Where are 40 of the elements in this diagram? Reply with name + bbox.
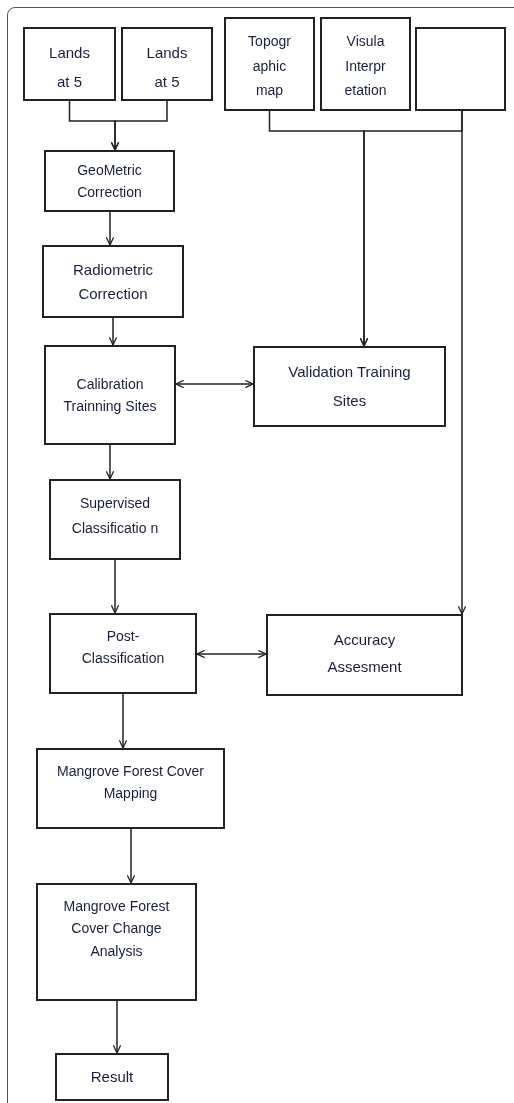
- box-label: Accuracy Assesment: [326, 630, 403, 677]
- process-box: [253, 346, 446, 427]
- process-box: [36, 883, 197, 1001]
- process-box: [44, 150, 175, 212]
- box-label: Mangrove Forest Cover Change Analysis: [62, 897, 171, 961]
- arrow: [457, 110, 467, 615]
- process-box: [23, 27, 116, 101]
- box-label: Lands at 5: [145, 43, 189, 92]
- arrow: [110, 100, 168, 151]
- box-label: Calibration Trainning Sites: [62, 374, 158, 416]
- arrow: [196, 649, 267, 659]
- box-label: Mangrove Forest Cover Mapping: [55, 762, 206, 804]
- process-box: [266, 614, 463, 696]
- arrow: [108, 317, 118, 346]
- box-label: GeoMetric Correction: [76, 160, 143, 202]
- process-box: [36, 748, 225, 829]
- box-label: Radiometric Correction: [72, 259, 154, 304]
- box-label: Topogr aphic map: [247, 32, 292, 100]
- box-label: Result: [90, 1067, 134, 1087]
- process-box: [49, 479, 181, 560]
- arrow: [118, 693, 128, 749]
- process-box: [42, 245, 184, 318]
- process-box: [224, 17, 315, 111]
- process-box: [49, 613, 197, 694]
- arrow: [175, 379, 254, 389]
- empty-box: [415, 27, 506, 111]
- arrow: [112, 1000, 122, 1054]
- arrow: [126, 828, 136, 884]
- box-label: Visula Interpr etation: [343, 32, 388, 100]
- box-label: Supervised Classificatio n: [70, 494, 160, 539]
- arrow: [105, 444, 115, 480]
- process-box: [55, 1053, 169, 1101]
- box-label: Validation Training Sites: [287, 362, 412, 411]
- box-label: Post- Classification: [80, 627, 166, 669]
- arrow: [105, 211, 115, 246]
- process-box: [121, 27, 213, 101]
- arrow: [110, 559, 120, 614]
- process-box: [320, 17, 411, 111]
- box-label: Lands at 5: [48, 43, 91, 92]
- process-box: [44, 345, 176, 445]
